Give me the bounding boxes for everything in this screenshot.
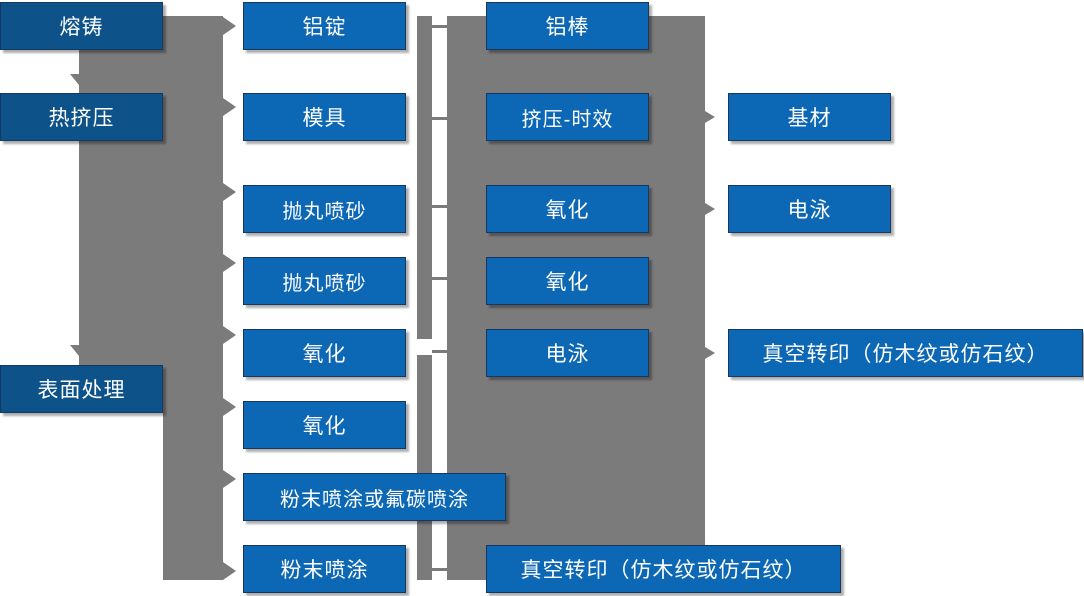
step-box-3-4[interactable]: 氧化 xyxy=(486,257,649,305)
output-label-1: 基材 xyxy=(787,107,832,130)
step-label-3-5: 电泳 xyxy=(545,343,590,366)
step-box-3-2[interactable]: 挤压-时效 xyxy=(486,93,649,141)
step-label-2-2: 模具 xyxy=(302,107,347,130)
arrow-to-step-2-1 xyxy=(223,17,236,35)
arrow-to-step-2-8 xyxy=(223,562,236,580)
arrow-to-step-2-6 xyxy=(223,398,236,416)
step-box-2-1[interactable]: 铝锭 xyxy=(243,2,406,50)
output-box-3[interactable]: 真空转印（仿木纹或仿石纹） xyxy=(728,329,1083,377)
step-box-3-5[interactable]: 电泳 xyxy=(486,329,649,377)
step-box-2-3[interactable]: 抛丸喷砂 xyxy=(243,185,406,233)
step-box-2-6[interactable]: 氧化 xyxy=(243,401,406,449)
output-box-2[interactable]: 电泳 xyxy=(728,185,891,233)
step-label-2-3: 抛丸喷砂 xyxy=(282,200,367,223)
connector-stub-stage3 xyxy=(163,388,185,391)
step-box-3-3[interactable]: 氧化 xyxy=(486,185,649,233)
connector-bar-middle-upper xyxy=(417,16,432,339)
arrow-to-step-2-5 xyxy=(223,326,236,344)
arrow-to-step-2-2 xyxy=(223,98,236,116)
step-label-2-1: 铝锭 xyxy=(302,16,347,39)
stage-box-2[interactable]: 热挤压 xyxy=(0,93,163,141)
connector-bar-middle-lower xyxy=(417,355,432,580)
arrow-to-step-2-7 xyxy=(223,470,236,488)
step-label-3-6: 真空转印（仿木纹或仿石纹） xyxy=(520,559,807,582)
step-box-3-6[interactable]: 真空转印（仿木纹或仿石纹） xyxy=(486,545,841,593)
arrow-to-out-3 xyxy=(705,347,715,359)
step-label-3-2: 挤压-时效 xyxy=(521,108,614,131)
step-box-2-7[interactable]: 粉末喷涂或氟碳喷涂 xyxy=(243,473,506,521)
arrow-to-step-2-4 xyxy=(223,254,236,272)
step-label-2-4: 抛丸喷砂 xyxy=(282,272,367,295)
step-label-2-5: 氧化 xyxy=(302,343,347,366)
connector-stub-mid-4 xyxy=(432,277,448,280)
step-box-3-1[interactable]: 铝棒 xyxy=(486,2,649,50)
step-label-2-7: 粉末喷涂或氟碳喷涂 xyxy=(280,488,469,511)
output-label-3: 真空转印（仿木纹或仿石纹） xyxy=(762,343,1049,366)
output-box-1[interactable]: 基材 xyxy=(728,93,891,141)
stage-box-1[interactable]: 熔铸 xyxy=(0,2,163,50)
connector-arrow-stage2-stage3 xyxy=(70,345,88,356)
connector-stub-mid-3 xyxy=(432,205,448,208)
stage-label-1: 熔铸 xyxy=(59,16,104,39)
step-label-3-1: 铝棒 xyxy=(545,16,590,39)
connector-stub-mid-5 xyxy=(432,350,448,353)
step-label-2-8: 粉末喷涂 xyxy=(280,559,369,582)
connector-stub-mid-1 xyxy=(432,25,448,28)
stage-label-2: 热挤压 xyxy=(48,107,115,130)
step-box-2-4[interactable]: 抛丸喷砂 xyxy=(243,257,406,305)
arrow-to-out-2 xyxy=(705,203,715,215)
output-label-2: 电泳 xyxy=(787,199,832,222)
connector-arrow-stage1-stage2 xyxy=(70,74,88,85)
stage-box-3[interactable]: 表面处理 xyxy=(0,365,163,413)
arrow-to-out-1 xyxy=(705,111,715,123)
arrow-to-step-2-3 xyxy=(223,183,236,201)
step-box-2-5[interactable]: 氧化 xyxy=(243,329,406,377)
step-box-2-8[interactable]: 粉末喷涂 xyxy=(243,545,406,593)
connector-stub-mid-2 xyxy=(432,117,448,120)
connector-stub-mid-6 xyxy=(432,568,448,571)
step-label-2-6: 氧化 xyxy=(302,415,347,438)
step-box-2-2[interactable]: 模具 xyxy=(243,93,406,141)
step-label-3-4: 氧化 xyxy=(545,271,590,294)
step-label-3-3: 氧化 xyxy=(545,199,590,222)
stage-label-3: 表面处理 xyxy=(37,379,126,402)
